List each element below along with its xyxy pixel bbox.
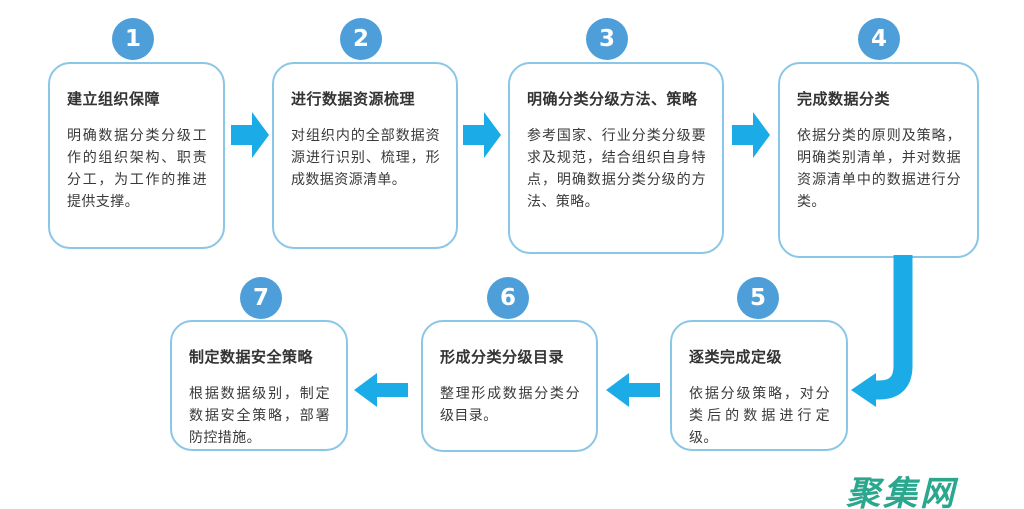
- step-3-description: 参考国家、行业分类分级要求及规范，结合组织自身特点，明确数据分类分级的方法、策略…: [527, 128, 706, 210]
- step-1-description: 明确数据分类分级工作的组织架构、职责分工，为工作的推进提供支撑。: [67, 128, 207, 210]
- step-6-box: 形成分类分级目录 整理形成数据分类分级目录。: [421, 320, 598, 452]
- site-watermark: 聚集网: [846, 474, 957, 509]
- step-6-description: 整理形成数据分类分级目录。: [440, 386, 580, 424]
- step-3-number-badge: 3: [586, 18, 628, 60]
- step-4-title: 完成数据分类: [797, 90, 891, 108]
- step-7-title: 制定数据安全策略: [189, 348, 314, 366]
- arrow-left-icon: [354, 372, 408, 408]
- step-2-number-badge: 2: [340, 18, 382, 60]
- step-7-box: 制定数据安全策略 根据数据级别，制定数据安全策略，部署防控措施。: [170, 320, 348, 451]
- step-4-number-badge: 4: [858, 18, 900, 60]
- step-3-box: 明确分类分级方法、策略 参考国家、行业分类分级要求及规范，结合组织自身特点，明确…: [508, 62, 724, 254]
- step-1-box: 建立组织保障 明确数据分类分级工作的组织架构、职责分工，为工作的推进提供支撑。: [48, 62, 225, 249]
- step-5-description: 依据分级策略，对分类后的数据进行定级。: [689, 386, 830, 446]
- step-6-number-badge: 6: [487, 277, 529, 319]
- step-4-description: 依据分类的原则及策略，明确类别清单，并对数据资源清单中的数据进行分类。: [797, 128, 961, 210]
- arrow-right-icon: [732, 111, 770, 159]
- arrow-right-icon: [231, 111, 269, 159]
- step-5-box: 逐类完成定级 依据分级策略，对分类后的数据进行定级。: [670, 320, 848, 451]
- step-1-title: 建立组织保障: [67, 90, 161, 108]
- step-2-box: 进行数据资源梳理 对组织内的全部数据资源进行识别、梳理，形成数据资源清单。: [272, 62, 458, 249]
- step-5-title: 逐类完成定级: [689, 348, 783, 366]
- step-5-number-badge: 5: [737, 277, 779, 319]
- step-4-box: 完成数据分类 依据分类的原则及策略，明确类别清单，并对数据资源清单中的数据进行分…: [778, 62, 979, 258]
- arrow-right-icon: [463, 111, 501, 159]
- step-6-title: 形成分类分级目录: [440, 348, 565, 366]
- step-1-number-badge: 1: [112, 18, 154, 60]
- connector-down-left-arrow-icon: [845, 250, 925, 412]
- step-3-title: 明确分类分级方法、策略: [527, 90, 698, 108]
- step-2-description: 对组织内的全部数据资源进行识别、梳理，形成数据资源清单。: [291, 128, 440, 188]
- step-7-description: 根据数据级别，制定数据安全策略，部署防控措施。: [189, 386, 330, 446]
- step-2-title: 进行数据资源梳理: [291, 90, 416, 108]
- step-7-number-badge: 7: [240, 277, 282, 319]
- arrow-left-icon: [606, 372, 660, 408]
